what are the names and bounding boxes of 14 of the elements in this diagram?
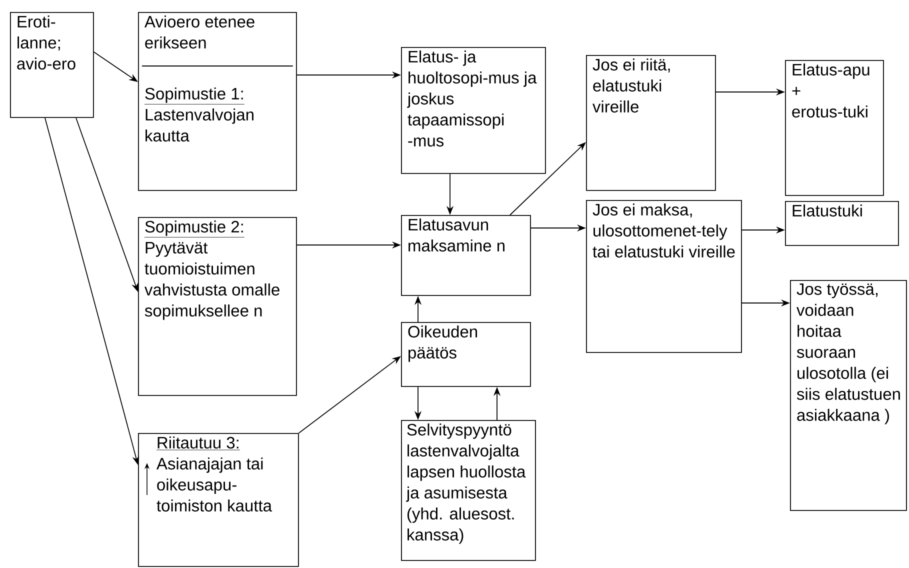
arrow [510, 142, 586, 216]
process-box: Oikeuden päätös [401, 322, 531, 387]
process-box: Elatustuki [785, 201, 899, 246]
process-box: Jos työssä, voidaan hoitaa suoraan ulosotolla (ei siis elatustuen asiakkaana ) [790, 280, 907, 511]
process-box: Sopimustie 2: Pyytävät tuomioistuimen vahvistusta omalle sopimuksellee n [138, 217, 297, 396]
process-box: Selvityspyyntö lastenvalvojalta lapsen huollosta ja asumisesta (yhd. aluesost. kanssa) [401, 420, 536, 561]
process-box: Elatus- ja huoltosopi-mus ja joskus tapaamissopi -mus [401, 47, 546, 174]
process-box: Elatusavun maksamine n [401, 215, 531, 296]
process-box: Riitautuu 3: Asianajajan tai oikeusapu-toimiston kautta [138, 433, 299, 567]
process-box: Jos ei maksa, ulosottomenet-tely tai elatustuki vireille [586, 200, 742, 353]
process-box: Jos ei riitä, elatustuki vireille [586, 55, 716, 191]
process-box: Avioero etenee erikseen Sopimustie 1: Lastenvalvojan kautta [138, 12, 297, 191]
process-box: Eroti-lanne; avio-ero [10, 12, 94, 118]
process-box: Elatus-apu + erotus-tuki [785, 60, 884, 196]
